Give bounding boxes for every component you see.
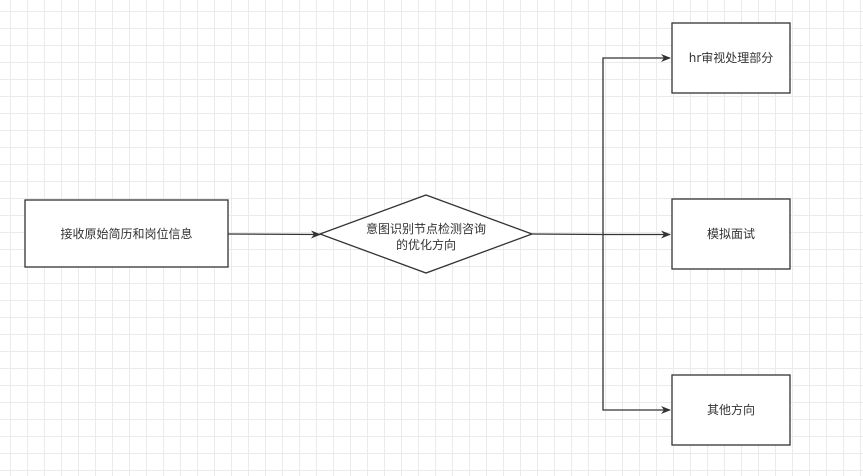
- node-other[interactable]: 其他方向: [671, 374, 791, 446]
- node-start[interactable]: 接收原始简历和岗位信息: [24, 199, 229, 268]
- node-interview-label: 模拟面试: [707, 226, 755, 241]
- edge-decision-to-other[interactable]: [602, 234, 671, 414]
- node-hr-label: hr审视处理部分: [689, 50, 774, 65]
- node-decision[interactable]: 意图识别节点检测咨询 的优化方向: [318, 194, 534, 274]
- node-interview[interactable]: 模拟面试: [671, 198, 791, 270]
- node-decision-label-line1: 意图识别节点检测咨询: [366, 221, 486, 236]
- node-other-label: 其他方向: [707, 402, 755, 417]
- node-hr[interactable]: hr审视处理部分: [671, 22, 791, 94]
- edge-start-to-decision[interactable]: [227, 230, 321, 239]
- edge-decision-to-hr[interactable]: [531, 54, 671, 236]
- node-decision-label-line2: 的优化方向: [396, 237, 456, 252]
- node-start-label: 接收原始简历和岗位信息: [60, 226, 192, 241]
